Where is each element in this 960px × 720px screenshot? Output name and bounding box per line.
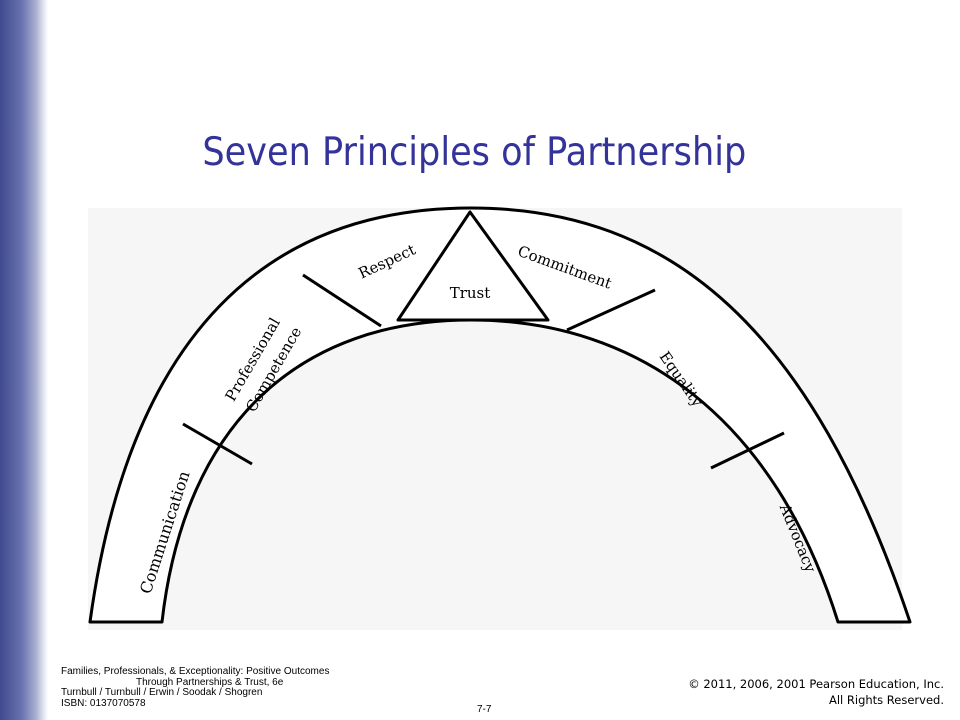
book-subtitle-line: Through Partnerships & Trust, 6e [136,676,284,688]
book-title-line: Families, Professionals, & Exceptionalit… [61,666,330,677]
arch-band [88,206,912,624]
book-authors-line: Turnbull / Turnbull / Erwin / Soodak / S… [61,687,263,698]
copyright-line: © 2011, 2006, 2001 Pearson Education, In… [688,677,944,691]
page-number: 7-7 [477,704,492,715]
book-citation: Families, Professionals, & Exceptionalit… [61,666,330,709]
rights-line: All Rights Reserved. [828,693,944,707]
divider-commitment-equality [566,288,656,332]
divider-competence-respect [302,273,382,328]
side-decoration-band [0,0,48,720]
divider-communication-competence [182,422,253,466]
trust-keystone-triangle [396,210,550,322]
divider-equality-advocacy [710,431,785,470]
book-isbn-line: ISBN: 0137070578 [61,697,146,709]
slide-title: Seven Principles of Partnership [202,130,747,175]
copyright-notice: © 2011, 2006, 2001 Pearson Education, In… [688,676,944,708]
segment-label-trust: Trust [450,284,491,302]
